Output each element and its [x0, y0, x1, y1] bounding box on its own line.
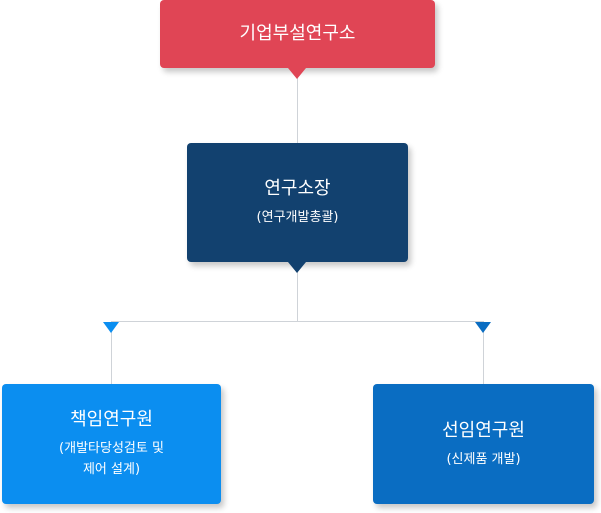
connector-horizontal — [111, 321, 484, 322]
node-lab-director-title: 연구소장 — [264, 178, 331, 199]
connector-head-down — [297, 272, 298, 322]
node-senior-researcher-title: 선임연구원 — [442, 419, 525, 441]
arrow-left-down-icon — [103, 322, 119, 333]
node-principal-researcher-subtitle: (개발타당성검토 및 제어 설계) — [59, 438, 164, 480]
arrow-right-down-icon — [475, 322, 491, 333]
connector-right-drop — [483, 330, 484, 384]
node-principal-researcher: 책임연구원 (개발타당성검토 및 제어 설계) — [2, 384, 221, 504]
node-research-institute-pointer-icon — [288, 68, 306, 79]
connector-left-drop — [111, 330, 112, 384]
node-lab-director: 연구소장 (연구개발총괄) — [187, 143, 408, 262]
connector-top-to-head — [297, 78, 298, 143]
node-lab-director-subtitle: (연구개발총괄) — [256, 210, 339, 225]
node-research-institute: 기업부설연구소 — [160, 0, 435, 68]
node-principal-researcher-title: 책임연구원 — [70, 409, 153, 430]
node-lab-director-pointer-icon — [288, 262, 306, 273]
node-senior-researcher-subtitle: (신제품 개발) — [446, 451, 521, 467]
node-principal-researcher-subtitle-line1: (개발타당성검토 및 — [59, 441, 164, 456]
node-principal-researcher-subtitle-line2: 제어 설계) — [82, 462, 141, 477]
node-senior-researcher: 선임연구원 (신제품 개발) — [373, 384, 594, 504]
node-research-institute-title: 기업부설연구소 — [239, 23, 356, 44]
